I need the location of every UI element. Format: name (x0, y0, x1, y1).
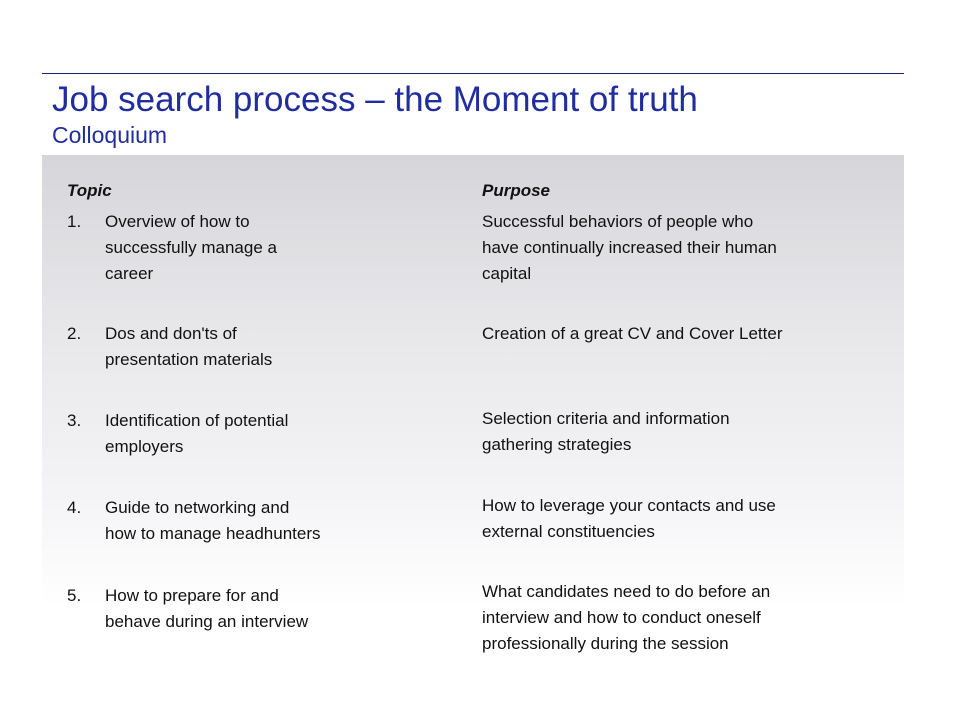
topic-line: Identification of potential (105, 411, 289, 430)
purpose-line: Creation of a great CV and Cover Letter (482, 324, 783, 343)
purpose-line: Successful behaviors of people who (482, 212, 754, 231)
purpose-line: gathering strategies (482, 435, 632, 454)
purpose-item: Selection criteria and information gathe… (482, 406, 882, 458)
topic-line: successfully manage a (105, 238, 277, 257)
topic-text: Identification of potential employers (105, 408, 405, 460)
topic-line: employers (105, 437, 184, 456)
topic-number: 1. (67, 212, 82, 231)
topic-line: Dos and don'ts of (105, 324, 237, 343)
topic-line: Overview of how to (105, 212, 250, 231)
topic-text: Guide to networking and how to manage he… (105, 495, 405, 547)
page-subtitle: Colloquium (52, 122, 168, 148)
topic-line: how to manage headhunters (105, 524, 321, 543)
purpose-column-header: Purpose (482, 181, 551, 200)
topic-line: Guide to networking and (105, 498, 290, 517)
topic-number: 2. (67, 324, 82, 343)
purpose-item: How to leverage your contacts and use ex… (482, 493, 882, 545)
purpose-line: professionally during the session (482, 634, 729, 653)
purpose-item: Successful behaviors of people who have … (482, 209, 882, 287)
topic-text: Overview of how to successfully manage a… (105, 209, 405, 287)
topic-line: presentation materials (105, 350, 273, 369)
topic-line: How to prepare for and (105, 586, 279, 605)
purpose-line: interview and how to conduct oneself (482, 608, 761, 627)
purpose-item: Creation of a great CV and Cover Letter (482, 321, 882, 347)
purpose-line: Selection criteria and information (482, 409, 730, 428)
purpose-line: What candidates need to do before an (482, 582, 771, 601)
content-panel (42, 155, 904, 607)
purpose-line: How to leverage your contacts and use (482, 496, 776, 515)
purpose-line: have continually increased their human (482, 238, 777, 257)
topic-number: 4. (67, 498, 82, 517)
topic-line: behave during an interview (105, 612, 309, 631)
topic-text: Dos and don'ts of presentation materials (105, 321, 405, 373)
topic-line: career (105, 264, 154, 283)
page-title: Job search process – the Moment of truth (52, 80, 698, 119)
purpose-line: external constituencies (482, 522, 655, 541)
purpose-item: What candidates need to do before an int… (482, 579, 882, 657)
topic-number: 5. (67, 586, 82, 605)
topic-text: How to prepare for and behave during an … (105, 583, 405, 635)
title-divider (42, 73, 904, 74)
topic-column-header: Topic (67, 181, 112, 200)
purpose-line: capital (482, 264, 532, 283)
topic-number: 3. (67, 411, 82, 430)
